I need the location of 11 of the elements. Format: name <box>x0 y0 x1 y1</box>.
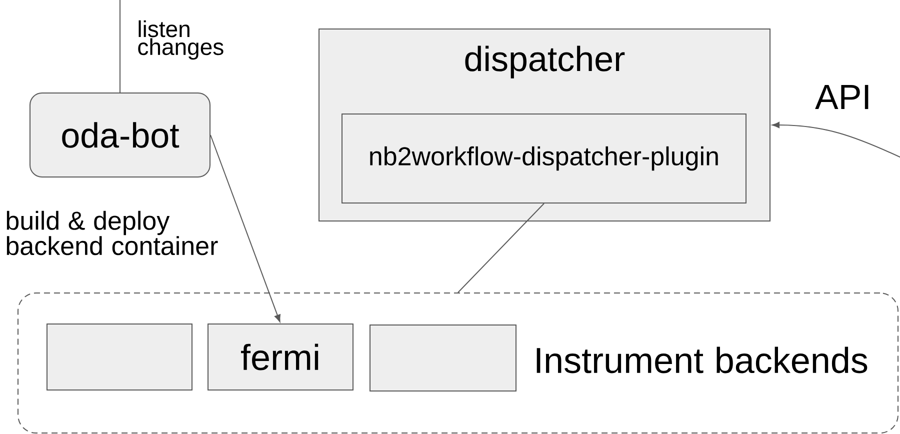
oda-bot-box: oda-bot <box>30 92 210 178</box>
arrow <box>772 122 900 158</box>
edge-label: build & deploy backend container <box>6 210 218 256</box>
backend-box <box>46 324 192 390</box>
connector-line <box>458 203 544 293</box>
edge-label: API <box>815 84 868 110</box>
arrow <box>210 134 280 322</box>
backend-box: fermi <box>208 324 354 390</box>
plugin-box: nb2workflow-dispatcher-plugin <box>342 114 746 204</box>
edge-label: listen changes <box>138 20 224 60</box>
backend-box <box>370 324 516 392</box>
